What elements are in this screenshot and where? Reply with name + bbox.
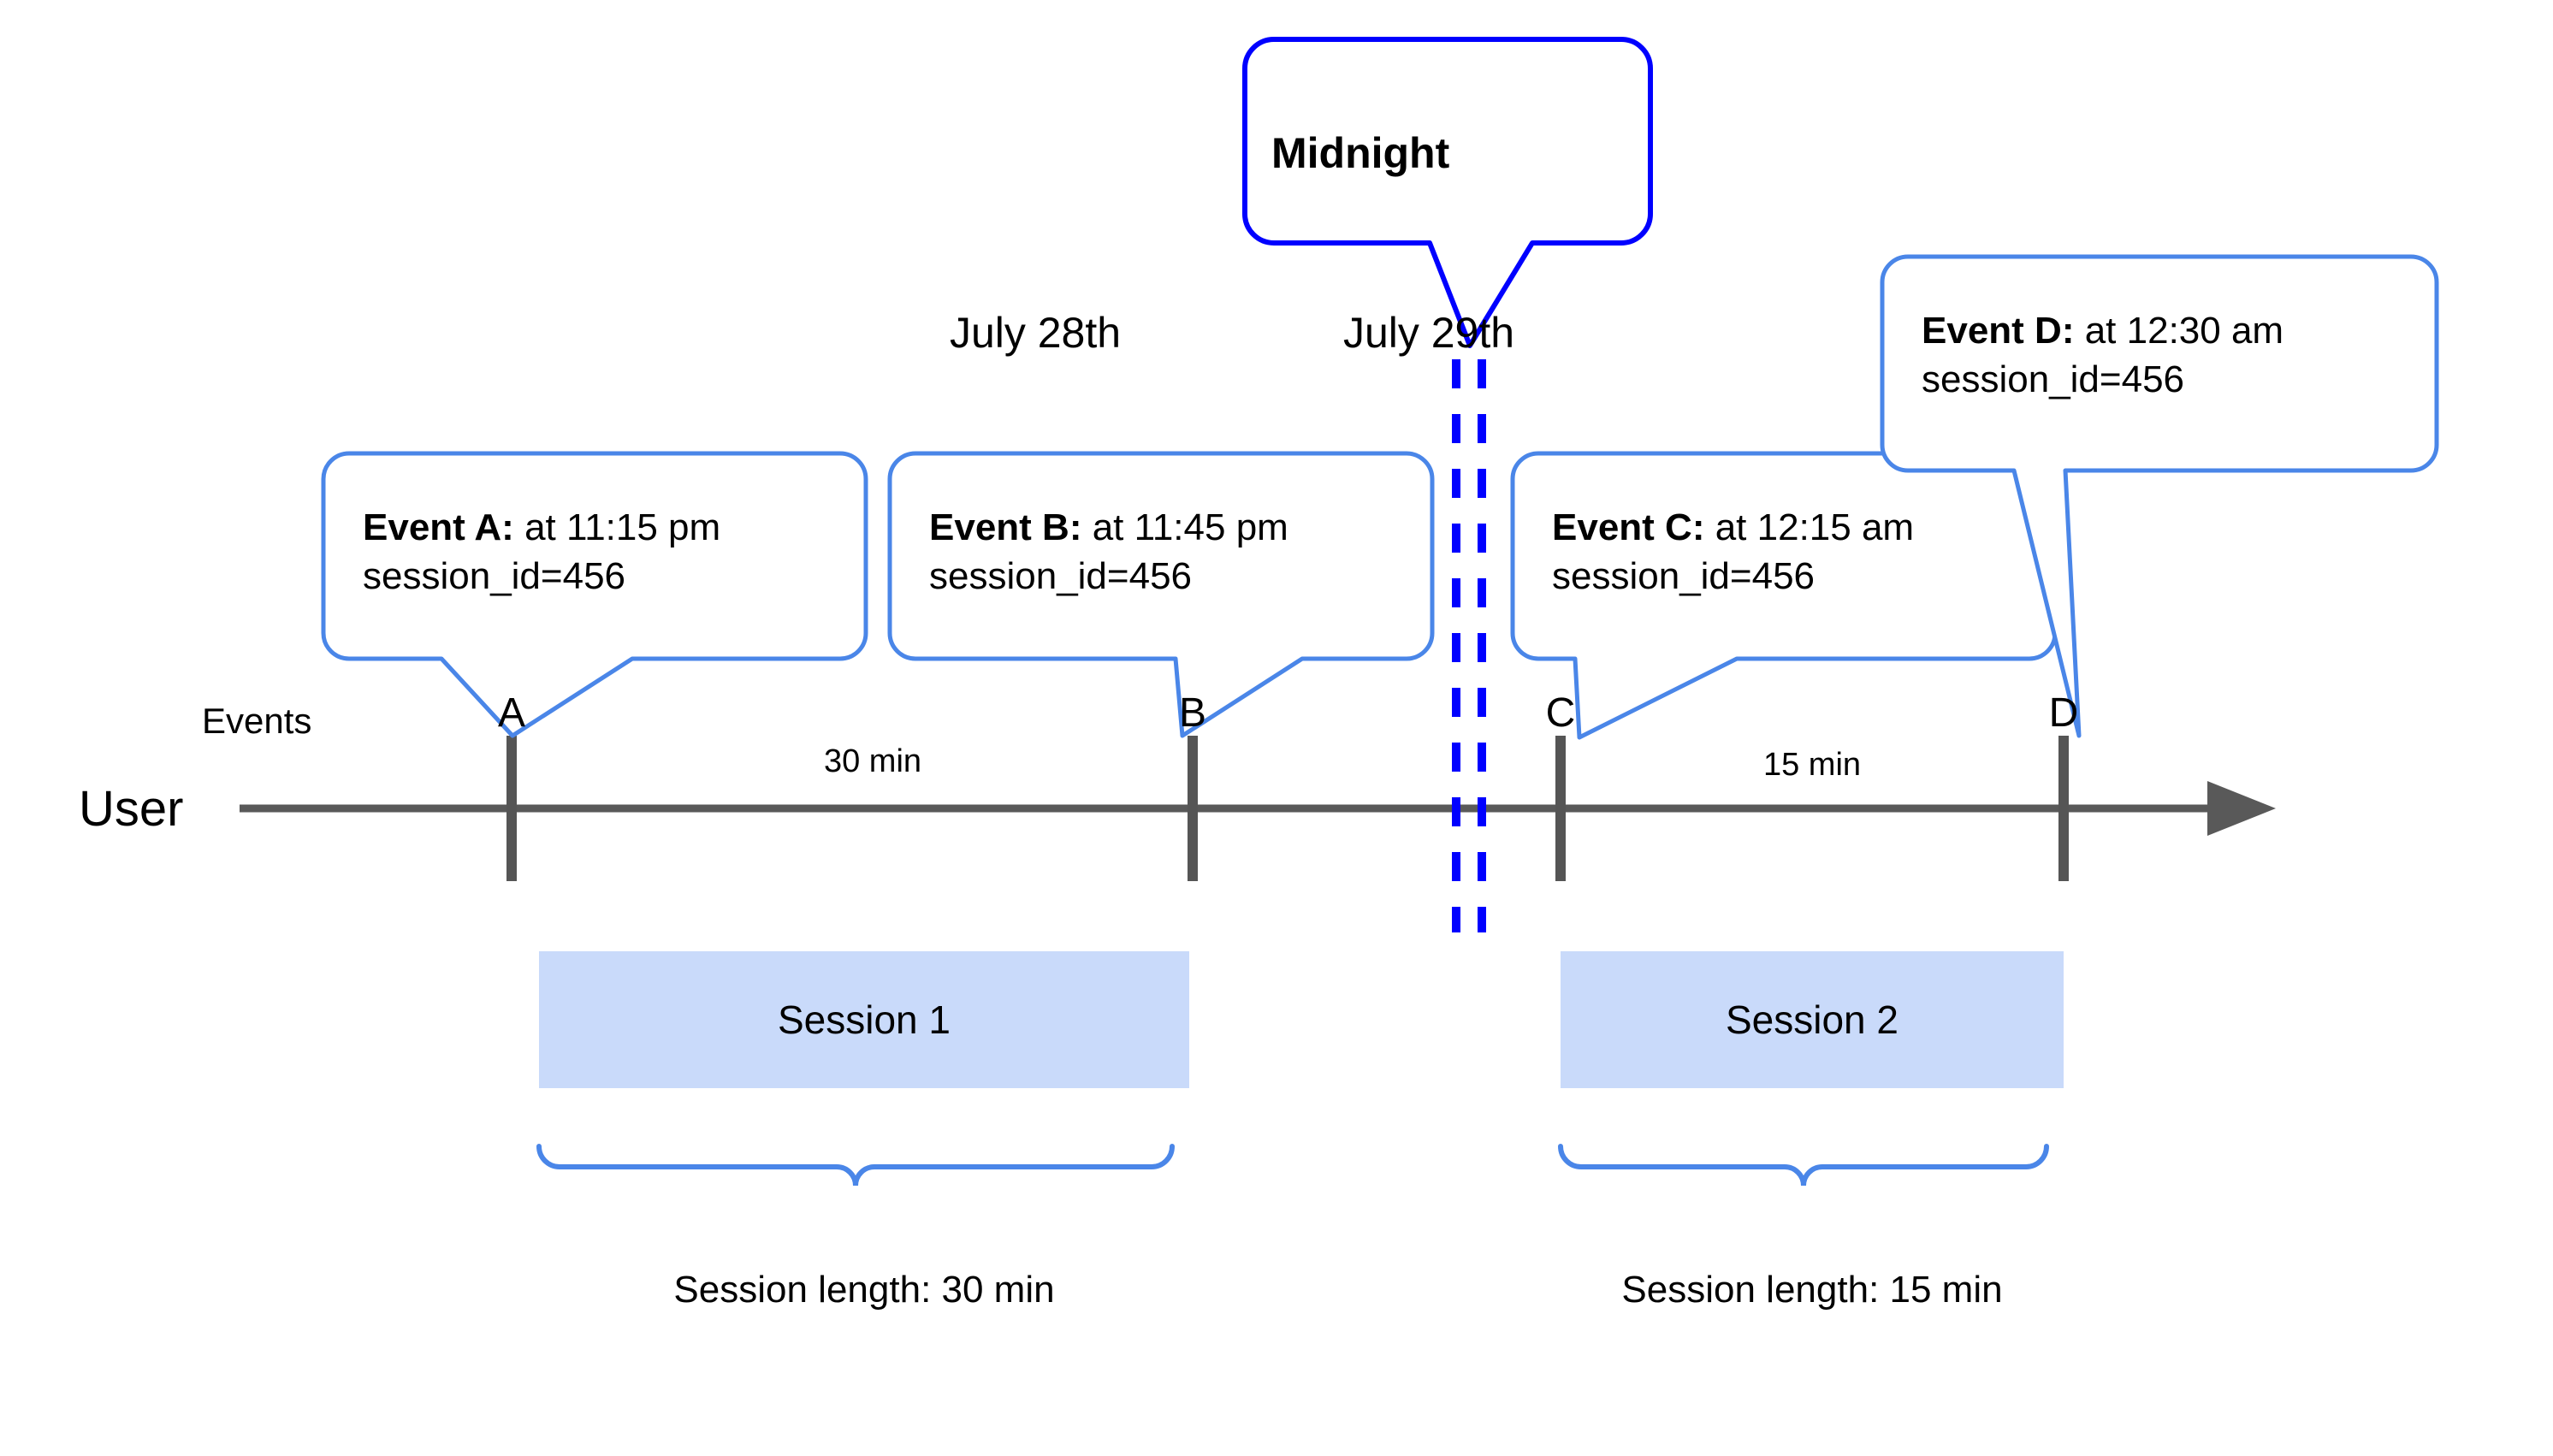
event-letter-c: C	[1545, 690, 1576, 736]
callout-text-event-c: Event C: at 12:15 am session_id=456	[1552, 503, 1914, 601]
callout-session-event-b: session_id=456	[929, 555, 1193, 598]
event-letter-a: A	[497, 690, 525, 736]
callout-text-event-d: Event D: at 12:30 am session_id=456	[1922, 306, 2283, 404]
callout-title-event-b: Event B:	[929, 506, 1082, 548]
session-braces	[536, 1144, 2049, 1187]
callout-session-event-a: session_id=456	[363, 555, 626, 598]
session-box-1	[539, 951, 1189, 1088]
callout-event-b	[887, 451, 1435, 738]
duration-label-a-b: 30 min	[823, 743, 922, 779]
callout-session-event-c: session_id=456	[1552, 555, 1816, 598]
session-brace-2	[1558, 1144, 2049, 1187]
timeline-axis	[240, 781, 2276, 836]
callout-detail-event-a: at 11:15 pm	[513, 506, 721, 548]
event-markers	[506, 736, 2069, 881]
session-brace-1	[536, 1144, 1175, 1187]
date-label-july-28: July 28th	[949, 309, 1122, 357]
callout-event-a	[321, 451, 868, 738]
callout-text-event-a: Event A: at 11:15 pm session_id=456	[363, 503, 720, 601]
date-label-july-29: July 29th	[1342, 309, 1515, 357]
midnight-callout	[1242, 37, 1653, 348]
callout-title-event-d: Event D:	[1922, 310, 2075, 352]
callout-detail-event-b: at 11:45 pm	[1081, 506, 1288, 548]
callout-title-event-c: Event C:	[1552, 506, 1705, 548]
callout-text-event-b: Event B: at 11:45 pm session_id=456	[929, 503, 1288, 601]
callout-event-d	[1880, 254, 2439, 738]
midnight-label: Midnight	[1271, 129, 1450, 177]
callout-title-event-a: Event A:	[363, 506, 514, 548]
callout-detail-event-c: at 12:15 am	[1704, 506, 1915, 548]
session-label-1: Session 1	[777, 997, 951, 1042]
event-letter-b: B	[1178, 690, 1206, 736]
session-box-2	[1561, 951, 2064, 1088]
callout-session-event-d: session_id=456	[1922, 358, 2185, 401]
duration-label-c-d: 15 min	[1762, 747, 1862, 783]
session-length-label-1: Session length: 30 min	[673, 1269, 1055, 1311]
session-length-label-2: Session length: 15 min	[1621, 1269, 2003, 1311]
events-row-label: Events	[202, 701, 312, 741]
user-row-label: User	[79, 781, 184, 837]
midnight-divider	[1452, 359, 1486, 932]
session-boxes	[539, 951, 2064, 1088]
callout-detail-event-d: at 12:30 am	[2074, 310, 2284, 352]
session-label-2: Session 2	[1725, 997, 1898, 1042]
event-letter-d: D	[2048, 690, 2079, 736]
